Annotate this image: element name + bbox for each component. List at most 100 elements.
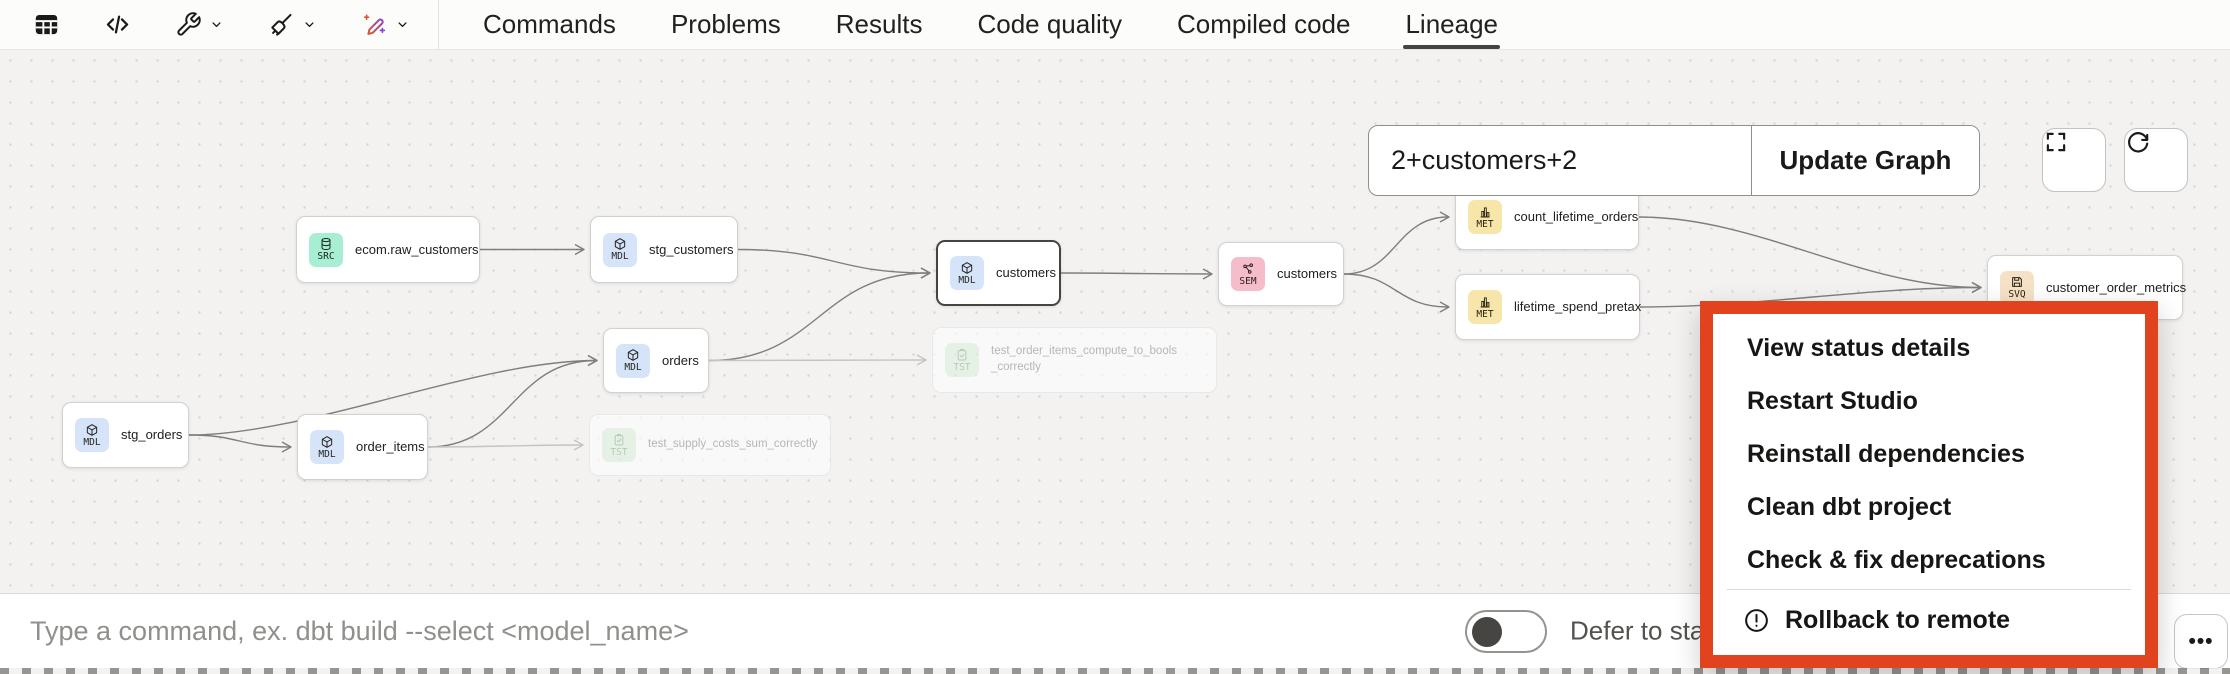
tab-commands[interactable]: Commands bbox=[483, 0, 616, 49]
node-label: stg_customers bbox=[649, 241, 734, 257]
metric-icon bbox=[1478, 295, 1492, 309]
menu-item-view-status-details[interactable]: View status details bbox=[1747, 334, 1971, 362]
chevron-down-icon bbox=[395, 17, 410, 32]
node-stg_customers[interactable]: MDL stg_customers bbox=[590, 216, 738, 283]
cube-icon bbox=[85, 423, 99, 437]
badge-code: SVQ bbox=[2008, 289, 2026, 301]
menu-item-reinstall-dependencies[interactable]: Reinstall dependencies bbox=[1747, 440, 2025, 468]
tab-results[interactable]: Results bbox=[836, 0, 923, 49]
toolbar-icon-group bbox=[0, 0, 410, 49]
met-badge: MET bbox=[1468, 290, 1502, 324]
test-icon bbox=[955, 348, 969, 362]
fullscreen-icon bbox=[2043, 129, 2105, 191]
node-label: customers bbox=[996, 265, 1056, 281]
svq-badge: SVQ bbox=[2000, 270, 2034, 305]
fullscreen-button[interactable] bbox=[2042, 128, 2106, 192]
src-badge: SRC bbox=[309, 232, 343, 267]
tab-compiled-code[interactable]: Compiled code bbox=[1177, 0, 1350, 49]
badge-code: MDL bbox=[83, 436, 101, 448]
top-toolbar: Commands Problems Results Code quality Compi… bbox=[0, 0, 2230, 50]
badge-code: MDL bbox=[611, 251, 629, 263]
test-icon bbox=[612, 433, 626, 447]
node-customers_model[interactable]: MDL customers bbox=[936, 240, 1061, 306]
tab-label: Results bbox=[835, 9, 923, 39]
update-graph-button[interactable]: Update Graph bbox=[1752, 126, 1979, 195]
tst-badge: TST bbox=[945, 343, 979, 377]
ai-pencil-icon bbox=[361, 11, 388, 38]
mdl-badge: MDL bbox=[75, 418, 109, 452]
met-badge: MET bbox=[1468, 200, 1502, 234]
badge-code: MET bbox=[1476, 308, 1494, 320]
badge-code: TST bbox=[610, 446, 628, 458]
tst-badge: TST bbox=[602, 428, 636, 462]
defer-label: Defer to sta bbox=[1570, 615, 1705, 646]
tab-label: Compiled code bbox=[1177, 9, 1351, 39]
wrench-icon bbox=[175, 11, 202, 38]
node-raw_customers[interactable]: SRC ecom.raw_customers bbox=[296, 216, 480, 283]
tab-lineage[interactable]: Lineage bbox=[1403, 0, 1500, 49]
tab-bar: Commands Problems Results Code quality Compi… bbox=[439, 0, 1500, 49]
menu-item-clean-dbt-project[interactable]: Clean dbt project bbox=[1747, 493, 1952, 521]
node-label: test_supply_costs_sum_correctly bbox=[648, 438, 818, 451]
refresh-icon bbox=[2125, 129, 2187, 191]
tab-label: Lineage bbox=[1405, 9, 1498, 39]
menu-item-rollback-to-remote[interactable]: Rollback to remote bbox=[1713, 592, 2145, 648]
node-test_order_items_compute[interactable]: TST test_order_items_compute_to_bools _co… bbox=[932, 327, 1217, 393]
node-label: ecom.raw_customers bbox=[355, 241, 479, 257]
badge-code: SEM bbox=[1239, 275, 1257, 287]
menu-divider bbox=[1727, 589, 2131, 590]
mdl-badge: MDL bbox=[616, 343, 650, 378]
node-customers_semantic[interactable]: SEM customers bbox=[1218, 242, 1344, 306]
metric-icon bbox=[1478, 205, 1492, 219]
graph-selector-input[interactable] bbox=[1369, 126, 1752, 195]
mdl-badge: MDL bbox=[603, 232, 637, 267]
more-options-button[interactable]: ••• bbox=[2174, 614, 2228, 669]
tab-code-quality[interactable]: Code quality bbox=[977, 0, 1122, 49]
toolbar-button-ai-pencil[interactable] bbox=[361, 11, 410, 38]
badge-code: MDL bbox=[318, 448, 336, 460]
table-icon bbox=[33, 11, 60, 38]
chevron-down-icon bbox=[302, 17, 317, 32]
database-icon bbox=[319, 237, 333, 251]
tab-label: Commands bbox=[483, 9, 616, 39]
command-input[interactable] bbox=[30, 615, 1330, 647]
toolbar-divider bbox=[438, 0, 439, 50]
menu-item-check-fix-deprecations[interactable]: Check & fix deprecations bbox=[1747, 546, 2046, 574]
mdl-badge: MDL bbox=[950, 256, 984, 290]
badge-code: MDL bbox=[624, 362, 642, 374]
refresh-button[interactable] bbox=[2124, 128, 2188, 192]
bottom-clipped-strip bbox=[0, 668, 2230, 674]
toolbar-button-table[interactable] bbox=[33, 11, 60, 38]
tab-label: Problems bbox=[670, 9, 781, 39]
active-tab-underline bbox=[1403, 45, 1500, 49]
node-label: customers bbox=[1277, 266, 1337, 282]
tab-problems[interactable]: Problems bbox=[671, 0, 781, 49]
broom-icon bbox=[268, 11, 295, 38]
node-label: order_items bbox=[356, 439, 425, 455]
toolbar-button-broom[interactable] bbox=[268, 11, 317, 38]
node-label: test_order_items_compute_to_bools _corre… bbox=[991, 345, 1178, 373]
badge-code: SRC bbox=[317, 251, 335, 263]
toolbar-button-code[interactable] bbox=[104, 11, 131, 38]
cube-icon bbox=[626, 348, 640, 362]
badge-code: MET bbox=[1476, 218, 1494, 230]
node-label: count_lifetime_orders bbox=[1514, 209, 1639, 225]
node-test_supply_costs[interactable]: TST test_supply_costs_sum_correctly bbox=[589, 414, 831, 476]
defer-toggle[interactable] bbox=[1465, 610, 1547, 653]
toggle-knob bbox=[1472, 616, 1502, 647]
sem-badge: SEM bbox=[1231, 257, 1265, 291]
menu-item-restart-studio[interactable]: Restart Studio bbox=[1747, 387, 1918, 415]
node-order_items[interactable]: MDL order_items bbox=[297, 414, 428, 480]
badge-code: TST bbox=[953, 361, 971, 373]
alert-circle-icon bbox=[1743, 607, 1770, 634]
chevron-down-icon bbox=[209, 17, 224, 32]
mdl-badge: MDL bbox=[310, 430, 344, 464]
toolbar-button-wrench[interactable] bbox=[175, 11, 224, 38]
badge-code: MDL bbox=[958, 274, 976, 286]
saved-query-icon bbox=[2010, 275, 2024, 289]
